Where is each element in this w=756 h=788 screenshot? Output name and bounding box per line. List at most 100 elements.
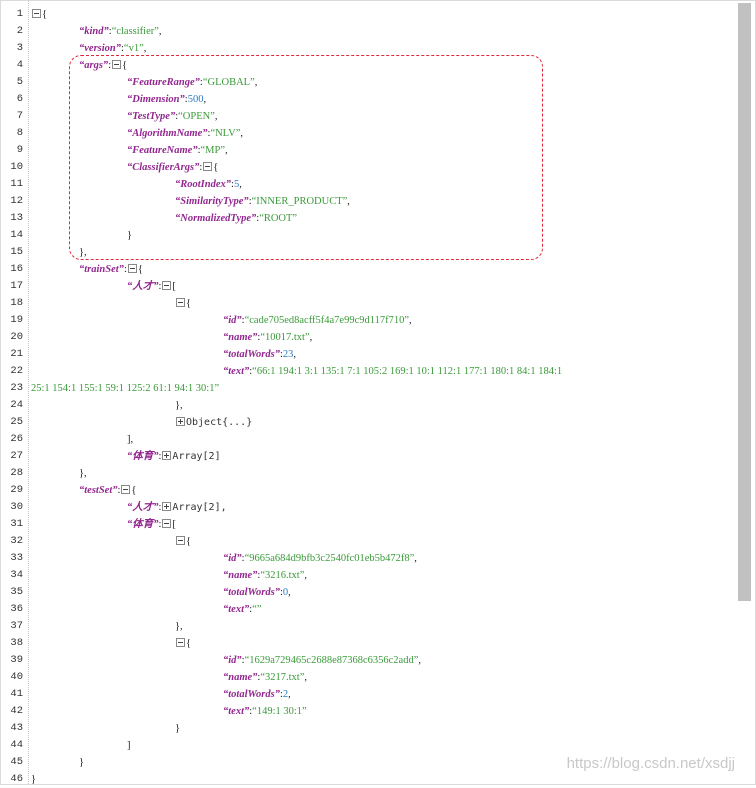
code-line: 17“人才”:[ <box>1 278 749 295</box>
json-punctuation: : <box>279 689 283 700</box>
code-line: 24}, <box>1 397 749 414</box>
json-string: “3217.txt” <box>260 672 305 683</box>
json-punctuation: : <box>158 502 162 513</box>
collapse-node-icon[interactable] <box>162 281 172 290</box>
json-punctuation: : <box>249 604 253 615</box>
code-line: 5“FeatureRange”:“GLOBAL”, <box>1 74 749 91</box>
json-key: “name” <box>223 672 258 683</box>
json-string: “cade705ed8acff5f4a7e99c9d117f710” <box>244 315 410 326</box>
code-line: 30“人才”:Array[2], <box>1 499 749 516</box>
code-line: 6“Dimension”:500, <box>1 91 749 108</box>
json-punctuation: : <box>108 26 112 37</box>
code-line: 16“trainSet”:{ <box>1 261 749 278</box>
json-punctuation: { <box>122 60 128 71</box>
json-punctuation: , <box>304 672 307 683</box>
code-text: “totalWords”:23, <box>223 346 296 363</box>
json-punctuation: : <box>158 281 162 292</box>
code-text: “RootIndex”:5, <box>175 176 242 193</box>
line-number: 5 <box>16 76 23 88</box>
json-key: “NormalizedType” <box>175 213 257 224</box>
code-line: 12“SimilarityType”:“INNER_PRODUCT”, <box>1 193 749 210</box>
collapse-node-icon[interactable] <box>203 162 213 171</box>
code-line: 1{ <box>1 6 749 23</box>
collapse-node-icon[interactable] <box>121 485 131 494</box>
json-punctuation: ], <box>127 434 134 445</box>
json-key: “人才” <box>127 502 159 513</box>
json-key: “text” <box>223 366 250 377</box>
collapse-node-icon[interactable] <box>176 298 185 307</box>
code-line: 36“text”:“” <box>1 601 749 618</box>
json-key: “体育” <box>127 451 159 462</box>
json-key: “id” <box>223 315 242 326</box>
json-punctuation: : <box>249 706 253 717</box>
json-number: 0 <box>282 587 289 598</box>
code-line: 34“name”:“3216.txt”, <box>1 567 749 584</box>
line-number: 12 <box>10 195 23 207</box>
json-punctuation: : <box>117 485 121 496</box>
code-text: “totalWords”:2, <box>223 686 291 703</box>
json-punctuation: , <box>309 332 313 343</box>
json-punctuation: : <box>241 315 245 326</box>
json-punctuation: : <box>199 77 203 88</box>
json-key: “FeatureName” <box>127 145 198 156</box>
code-text: “人才”: Array[2], <box>127 499 227 516</box>
json-punctuation: { <box>186 638 192 649</box>
collapse-node-icon[interactable] <box>112 60 122 69</box>
code-text: “text”:“” <box>223 601 262 618</box>
code-text: “体育”:[ <box>127 516 176 533</box>
code-text: } <box>175 720 180 737</box>
json-string: “66:1 194:1 3:1 135:1 7:1 105:2 169:1 10… <box>252 366 563 377</box>
line-number-gutter <box>1 1 29 784</box>
code-line: 26], <box>1 431 749 448</box>
json-number: 2 <box>282 689 289 700</box>
json-punctuation: : <box>231 179 234 190</box>
collapsed-node-label: Object{...} <box>186 417 253 428</box>
json-key: “args” <box>79 60 109 71</box>
json-punctuation: : <box>279 349 283 360</box>
line-number: 9 <box>16 144 23 156</box>
json-punctuation: } <box>175 723 181 734</box>
expand-node-icon[interactable] <box>162 451 172 460</box>
code-text: “FeatureName”:“MP”, <box>127 142 228 159</box>
collapse-node-icon[interactable] <box>162 519 172 528</box>
line-number: 35 <box>10 586 23 598</box>
code-text: “ClassifierArgs”:{ <box>127 159 218 176</box>
json-punctuation: } <box>31 774 37 785</box>
json-punctuation: [ <box>172 519 176 530</box>
expand-node-icon[interactable] <box>162 502 172 511</box>
json-punctuation: , <box>158 26 162 37</box>
code-text: “totalWords”:0, <box>223 584 291 601</box>
line-number: 15 <box>10 246 23 258</box>
collapse-node-icon[interactable] <box>176 536 185 545</box>
code-text: “体育”:Array[2] <box>127 448 221 465</box>
code-line: 10“ClassifierArgs”:{ <box>1 159 749 176</box>
line-number: 44 <box>10 739 23 751</box>
collapse-node-icon[interactable] <box>32 9 41 18</box>
line-number: 27 <box>10 450 23 462</box>
code-text: } <box>31 771 36 788</box>
code-text: { <box>31 6 47 23</box>
collapsed-node-label: Array[2], <box>172 502 227 513</box>
code-line: 31“体育”:[ <box>1 516 749 533</box>
vertical-scrollbar[interactable] <box>738 3 751 601</box>
json-key: “FeatureRange” <box>127 77 200 88</box>
code-text: “version”:“v1”, <box>79 40 146 57</box>
json-punctuation: : <box>158 451 162 462</box>
line-number: 40 <box>10 671 23 683</box>
json-key: “id” <box>223 655 242 666</box>
code-text: }, <box>175 397 183 414</box>
json-punctuation: , <box>418 655 422 666</box>
code-line: 9 “FeatureName”:“MP”, <box>1 142 749 159</box>
collapse-node-icon[interactable] <box>176 638 185 647</box>
line-number: 39 <box>10 654 23 666</box>
expand-node-icon[interactable] <box>176 417 185 426</box>
code-line: 22“text”:“66:1 194:1 3:1 135:1 7:1 105:2… <box>1 363 749 380</box>
json-string: “1629a729465c2688e87368c6356c2add” <box>244 655 419 666</box>
code-text: “name”:“3217.txt”, <box>223 669 307 686</box>
code-line: 11“RootIndex”:5, <box>1 176 749 193</box>
line-number: 29 <box>10 484 23 496</box>
line-number: 24 <box>10 399 23 411</box>
json-punctuation: }, <box>175 621 183 632</box>
collapse-node-icon[interactable] <box>127 264 137 273</box>
